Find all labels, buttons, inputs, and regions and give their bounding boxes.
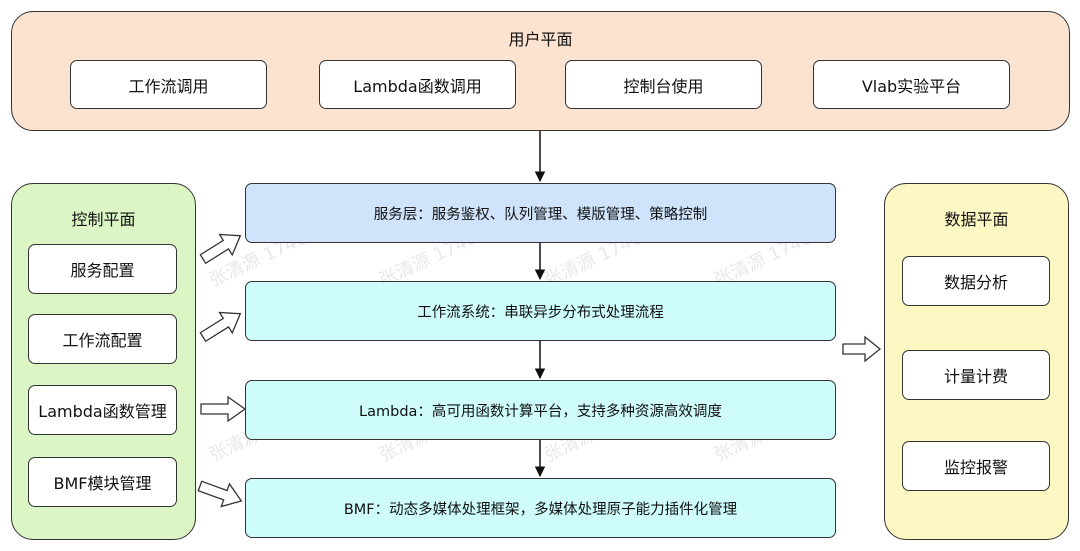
bmf-layer: BMF：动态多媒体处理框架，多媒体处理原子能力插件化管理 <box>245 478 836 538</box>
data-plane-item-billing: 计量计费 <box>902 350 1050 400</box>
service-layer: 服务层：服务鉴权、队列管理、模版管理、策略控制 <box>245 183 836 243</box>
control-plane-item-workflow-config: 工作流配置 <box>28 314 177 364</box>
control-plane-title: 控制平面 <box>71 210 136 229</box>
workflow-system-layer: 工作流系统：串联异步分布式处理流程 <box>245 281 836 341</box>
block-arrow-control-to-workflow <box>199 311 242 343</box>
user-plane-item-workflow-call: 工作流调用 <box>70 60 267 109</box>
block-arrow-to-data-plane <box>842 335 882 363</box>
block-arrow-control-to-lambda <box>200 395 247 423</box>
control-plane-item-lambda-manage: Lambda函数管理 <box>28 385 177 435</box>
lambda-layer: Lambda：高可用函数计算平台，支持多种资源高效调度 <box>245 380 836 440</box>
data-plane-item-analysis: 数据分析 <box>902 256 1050 306</box>
block-arrow-control-to-service <box>199 233 242 265</box>
user-plane-title: 用户平面 <box>508 30 573 49</box>
user-plane-item-console: 控制台使用 <box>565 60 762 109</box>
data-plane-item-monitoring: 监控报警 <box>902 441 1050 491</box>
data-plane-title: 数据平面 <box>944 210 1009 229</box>
user-plane-item-lambda-call: Lambda函数调用 <box>319 60 516 109</box>
block-arrow-control-to-bmf <box>197 480 243 508</box>
control-plane-item-service-config: 服务配置 <box>28 244 177 294</box>
user-plane-item-vlab: Vlab实验平台 <box>813 60 1010 109</box>
control-plane-item-bmf-manage: BMF模块管理 <box>28 457 177 507</box>
